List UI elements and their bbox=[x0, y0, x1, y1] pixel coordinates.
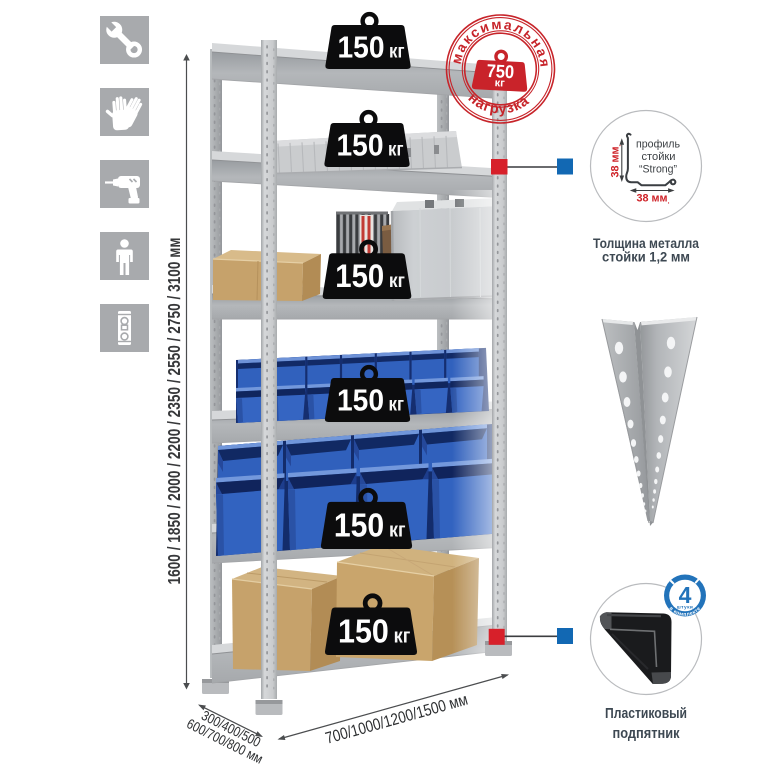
svg-text:1600 / 1850 / 2000 / 2200 / 23: 1600 / 1850 / 2000 / 2200 / 2350 / 2550 … bbox=[164, 238, 184, 585]
svg-text:Толщина металла: Толщина металла bbox=[593, 236, 699, 251]
svg-text:стойки: стойки bbox=[642, 151, 676, 163]
svg-text:38 мм.: 38 мм. bbox=[610, 144, 623, 177]
svg-text:38 мм.: 38 мм. bbox=[636, 193, 669, 206]
svg-text:штуки: штуки bbox=[677, 605, 694, 610]
svg-text:подпятник: подпятник bbox=[613, 726, 681, 742]
svg-text:кг: кг bbox=[494, 77, 505, 90]
svg-text:“Strong”: “Strong” bbox=[639, 164, 677, 176]
svg-text:профиль: профиль bbox=[636, 139, 680, 151]
svg-text:750: 750 bbox=[486, 60, 515, 82]
svg-text:Пластиковый: Пластиковый bbox=[605, 706, 687, 722]
svg-text:4: 4 bbox=[679, 582, 692, 608]
svg-text:стойки 1,2 мм: стойки 1,2 мм bbox=[602, 250, 690, 265]
